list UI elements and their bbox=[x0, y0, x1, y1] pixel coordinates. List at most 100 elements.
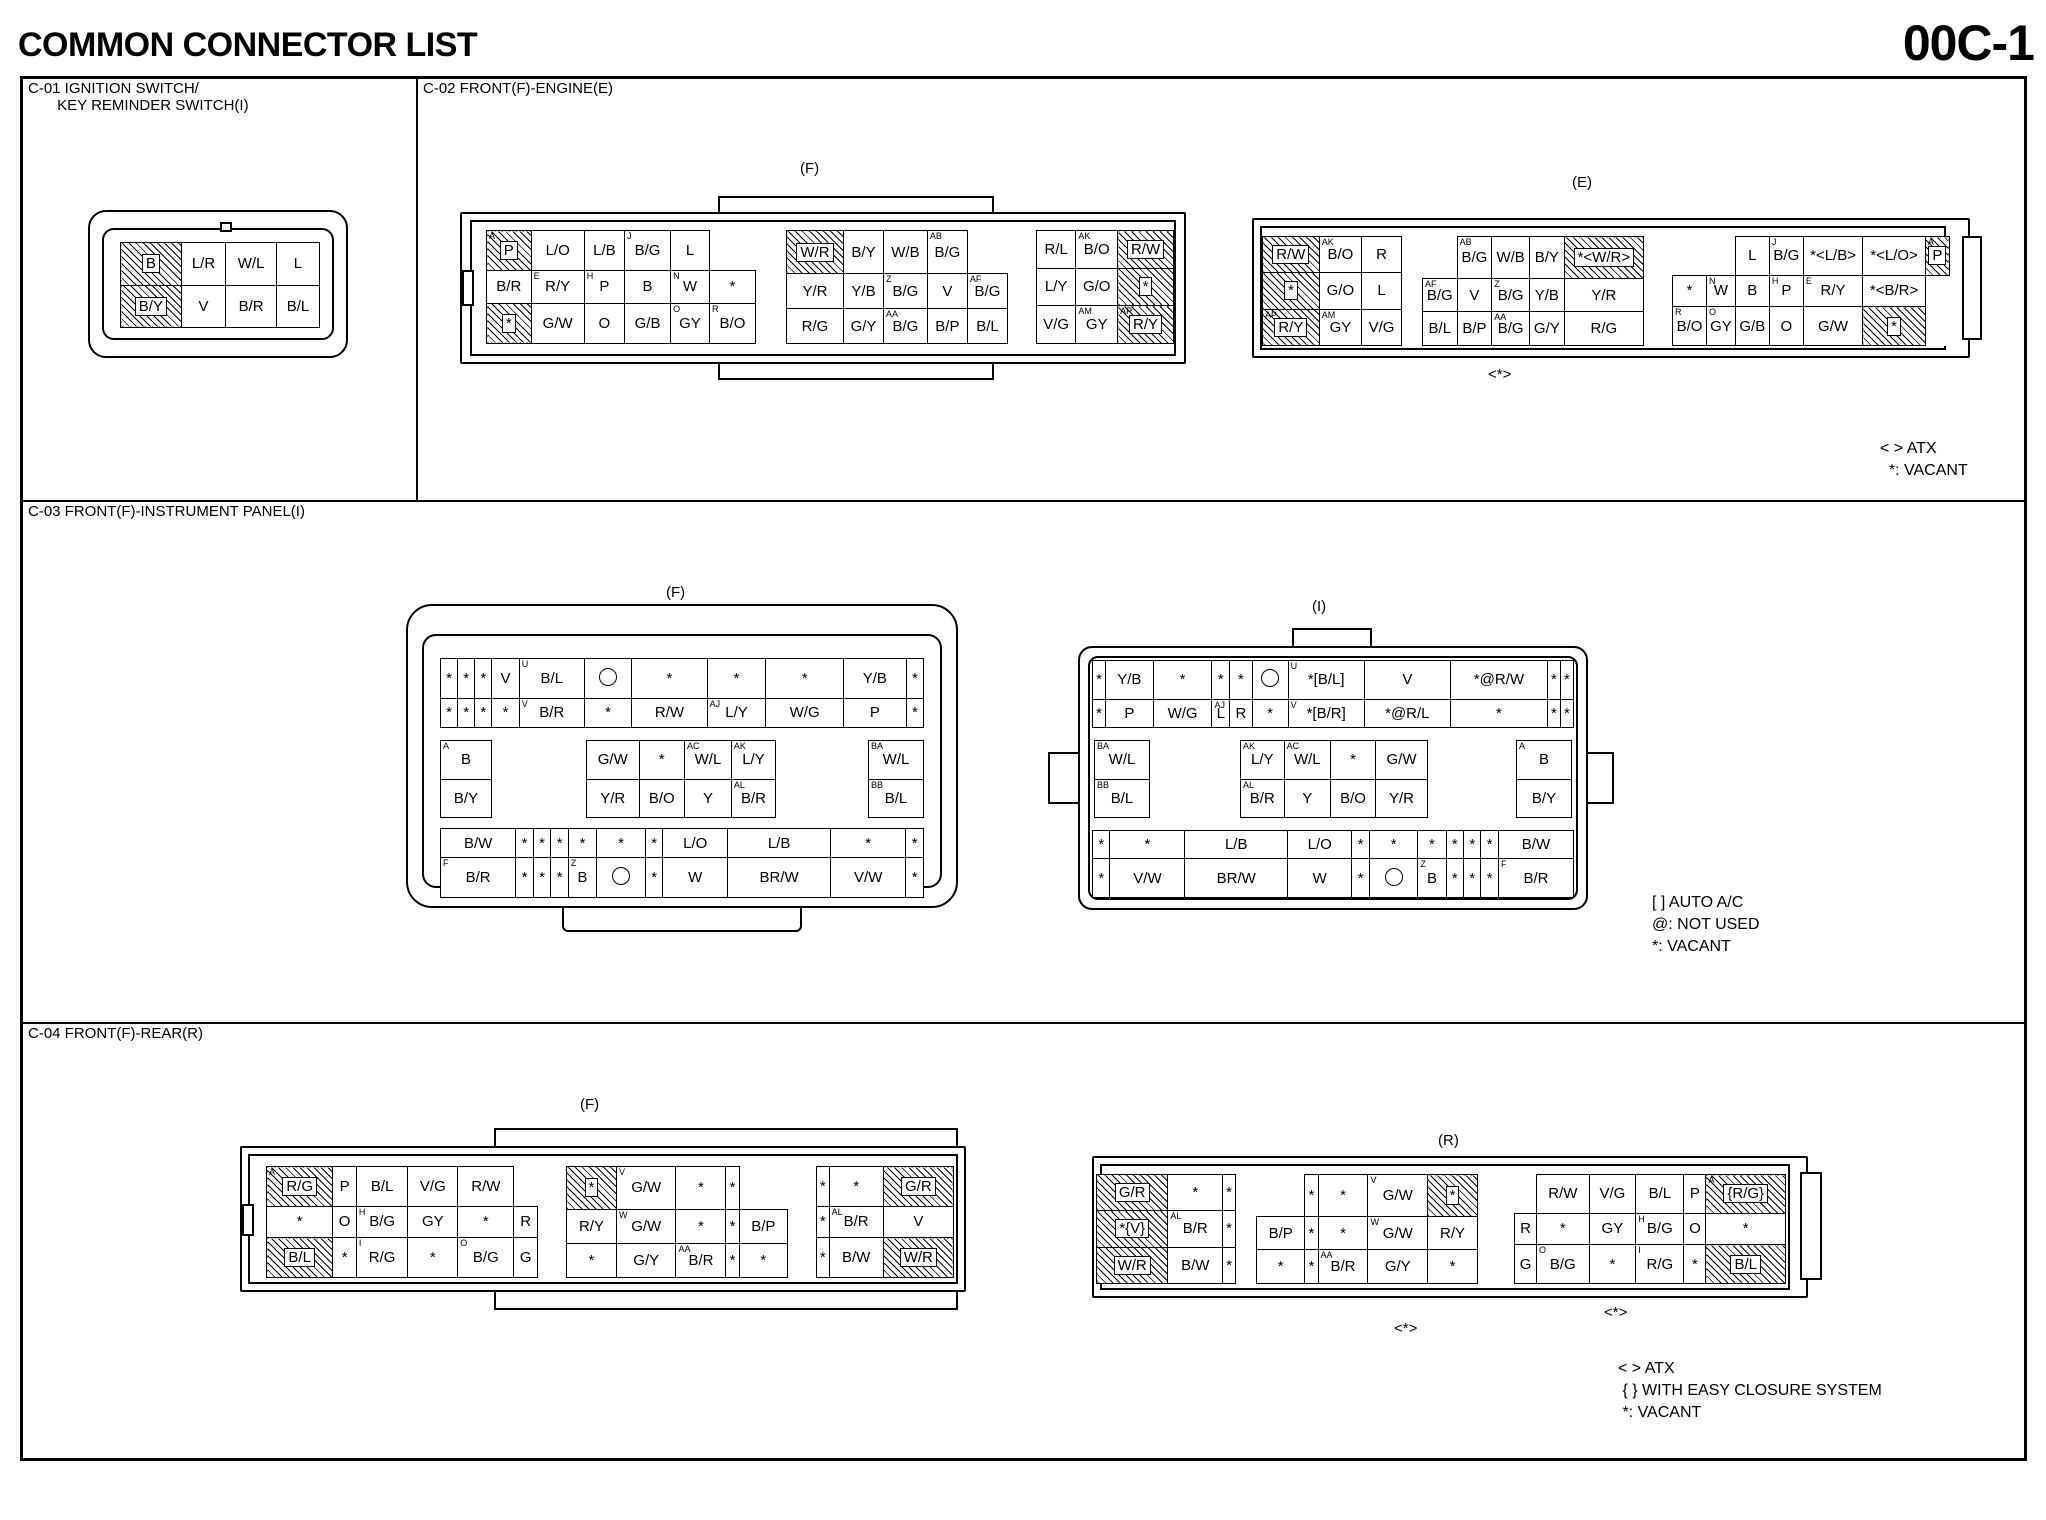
pin-wire-color: V bbox=[1469, 286, 1480, 304]
pin-cell: * bbox=[550, 857, 569, 898]
pin-cell: GY bbox=[407, 1205, 459, 1239]
pin-wire-color: * bbox=[1096, 704, 1102, 722]
pin-cell: B/L bbox=[1705, 1244, 1786, 1284]
pin-wire-color: Y/B bbox=[862, 669, 887, 687]
pin-wire-color: R/G bbox=[1646, 1255, 1674, 1273]
pin-wire-color: L/B bbox=[1224, 836, 1248, 854]
pin-wire-color: B/L bbox=[286, 297, 310, 315]
pin-cell: L bbox=[1734, 236, 1770, 276]
pin-cell: A{R/G} bbox=[1705, 1174, 1786, 1214]
pin-cell: * bbox=[1229, 660, 1253, 700]
pin-wire-color: B/L bbox=[1110, 789, 1134, 807]
pin-wire-color: * bbox=[1308, 1224, 1315, 1242]
pin-cell bbox=[514, 1167, 538, 1207]
pin-cell: W/R bbox=[786, 229, 844, 275]
pin-cell: R bbox=[1513, 1212, 1538, 1246]
pin-cell: * bbox=[1671, 274, 1708, 308]
pin-cell: * bbox=[1255, 1249, 1306, 1284]
pin-cell: R bbox=[513, 1205, 538, 1239]
pin-wire-color: GY bbox=[679, 314, 701, 332]
pin-cell: W/B bbox=[1491, 236, 1531, 279]
pin-id: BB bbox=[871, 779, 884, 790]
pin-wire-color: B/G bbox=[1646, 1220, 1673, 1238]
pin-cell: V bbox=[926, 273, 968, 310]
pin-wire-color: R/L bbox=[1044, 240, 1068, 258]
pin-wire-color: B/R bbox=[1523, 869, 1549, 887]
pin-wire-color: V bbox=[942, 282, 953, 300]
pin-cell: R/W bbox=[1117, 230, 1174, 269]
pin-cell: Y/R bbox=[586, 778, 640, 818]
pin-cell: W/L bbox=[225, 242, 277, 286]
pin-wire-color: B/R bbox=[465, 869, 491, 887]
pin-wire-color: G/Y bbox=[850, 317, 877, 335]
pin-cell: * bbox=[644, 827, 664, 859]
pin-cell: G/B bbox=[1734, 306, 1770, 346]
pin-wire-color: B/R bbox=[539, 704, 565, 722]
pin-id: V bbox=[618, 1167, 625, 1177]
pin-id: AK bbox=[733, 741, 746, 751]
pin-wire-color: Y/R bbox=[1591, 286, 1617, 304]
pin-cell: * bbox=[1330, 740, 1376, 780]
empty-cavity-icon bbox=[599, 667, 618, 686]
pin-wire-color: L bbox=[1377, 282, 1386, 300]
pin-cell: B/Y bbox=[1529, 236, 1565, 279]
pin-wire-color: G/W bbox=[1386, 751, 1417, 769]
pin-cell: * bbox=[1683, 1244, 1707, 1284]
pin-wire-color: * bbox=[605, 704, 611, 722]
pin-wire-color: W/L bbox=[1108, 751, 1136, 769]
pin-cell: R/W bbox=[1262, 235, 1320, 274]
pin-cell: G/W bbox=[1802, 306, 1864, 346]
pin-wire-color: B/R bbox=[1249, 789, 1275, 807]
pin-cell: * bbox=[905, 697, 925, 729]
pin-wire-color: V/G bbox=[419, 1177, 446, 1195]
pin-wire-color: B/O bbox=[719, 314, 746, 332]
pin-wire-color: G/W bbox=[1382, 1224, 1413, 1242]
pin-cell: G/Y bbox=[842, 308, 885, 344]
pin-wire-color: * bbox=[539, 869, 545, 887]
pin-cell: R/Y bbox=[566, 1208, 617, 1244]
pin-id: E bbox=[1805, 275, 1812, 286]
divider-c01-c02 bbox=[416, 76, 418, 500]
pin-id: AL bbox=[1170, 1211, 1182, 1222]
pin-cell: G/Y bbox=[1367, 1249, 1428, 1284]
pin-wire-color: * bbox=[1237, 671, 1244, 689]
pin-wire-color: * bbox=[1692, 1255, 1698, 1273]
pin-wire-color: * bbox=[1308, 1186, 1315, 1204]
pin-cell: V/G bbox=[1035, 305, 1077, 344]
pin-cell: B/W bbox=[1167, 1246, 1224, 1285]
pin-wire-color: O bbox=[1780, 317, 1793, 335]
pin-cell: * bbox=[1167, 1173, 1224, 1212]
pin-cell: G/Y bbox=[615, 1242, 677, 1279]
pin-wire-color: GY bbox=[421, 1213, 444, 1231]
pin-wire-color: B/O bbox=[1083, 240, 1110, 258]
pin-id: AF bbox=[969, 274, 982, 285]
pin-cell: * bbox=[457, 658, 476, 699]
pin-cell: W/R bbox=[882, 1237, 955, 1278]
pin-cell: B/L bbox=[355, 1166, 409, 1207]
pin-wire-color: B/R bbox=[496, 278, 522, 296]
pin-id: F bbox=[443, 858, 449, 869]
pin-wire-color: B/P bbox=[1268, 1224, 1293, 1242]
pin-cell: B/L bbox=[265, 1237, 334, 1278]
pin-wire-color: B/R bbox=[1330, 1258, 1356, 1276]
page-title: COMMON CONNECTOR LIST bbox=[18, 26, 478, 64]
c02-e-label: (E) bbox=[1572, 174, 1592, 191]
pin-id: U bbox=[1290, 661, 1298, 671]
pin-cell: * bbox=[1211, 660, 1231, 700]
pin-cell: *<W/R> bbox=[1563, 236, 1645, 279]
pin-cell: R/L bbox=[1035, 230, 1077, 269]
pin-wire-color: B/Y bbox=[851, 243, 876, 261]
c03-f-label: (F) bbox=[666, 584, 686, 601]
pin-wire-color: *[B/R] bbox=[1306, 704, 1346, 722]
pin-id: O bbox=[460, 1238, 468, 1249]
pin-cell: W bbox=[662, 857, 729, 898]
